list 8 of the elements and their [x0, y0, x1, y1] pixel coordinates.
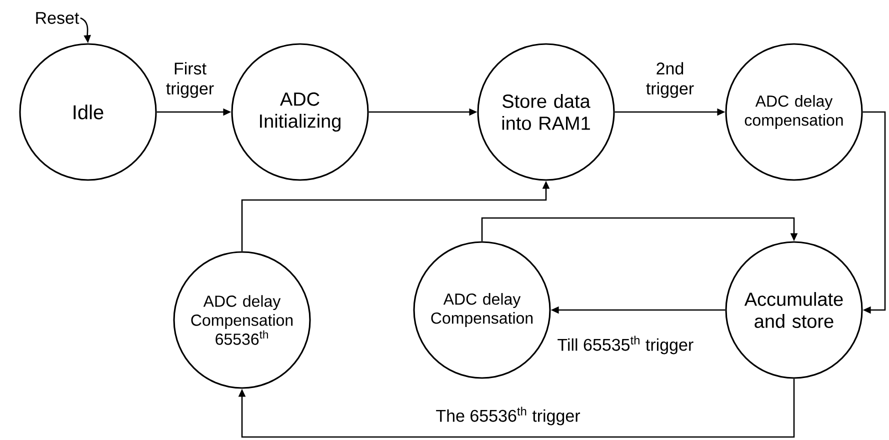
edge-label: Till 65535$^{th}$ trigger — [556, 334, 695, 356]
edge-label: 2nd trigger — [640, 61, 700, 99]
edge-label: First trigger — [160, 61, 220, 99]
edge-label: The 65536$^{th}$ trigger — [434, 406, 582, 426]
arrow — [481, 217, 798, 242]
arrow — [238, 378, 795, 438]
arrow — [862, 111, 886, 314]
state-label: Reset — [36, 12, 80, 24]
